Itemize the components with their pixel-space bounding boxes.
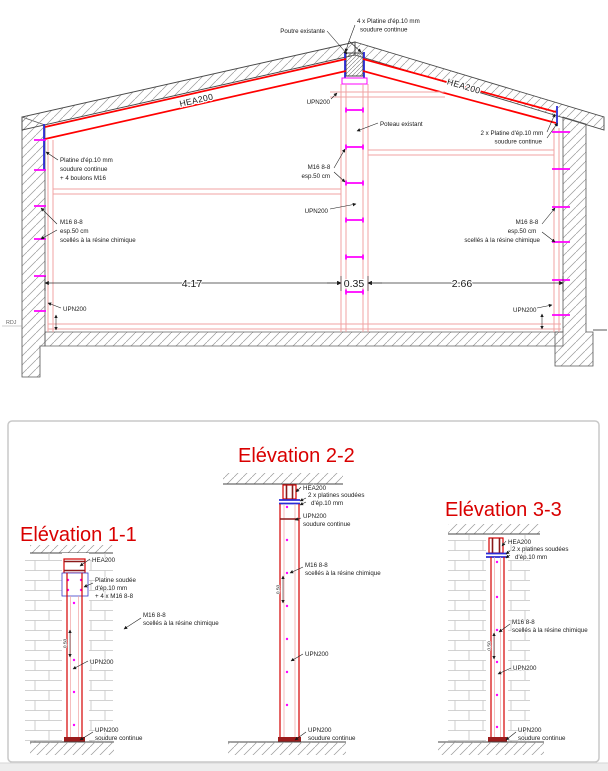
label-m16: M16 8-8 scellés à la résine chimique: [305, 562, 381, 577]
left-wall: [21, 116, 46, 378]
dim-bolt-spacing: 0.50: [63, 639, 69, 649]
label-upn-splice: UPN200 soudure continue: [303, 513, 351, 528]
dim-left-bay: 4.17: [182, 278, 203, 290]
label-upn: UPN200: [305, 651, 329, 658]
hea200-rafters: [44, 58, 557, 140]
ground-hatch: [30, 742, 114, 755]
welded-plate: [61, 572, 89, 597]
elevation-2-2: Elévation 2-2 0.50 HEA200 2 x platines s…: [223, 445, 382, 755]
ground-hatch: [438, 742, 544, 755]
label-upn-mid: UPN200: [305, 208, 329, 215]
dim-right-bay: 2.66: [452, 278, 473, 290]
column-top-plate: [341, 77, 368, 85]
label-platine-right: 2 x Platine d'ép.10 mm soudure continue: [481, 130, 545, 146]
base-plate: [488, 737, 507, 742]
base-plate: [64, 737, 85, 742]
elevation-2-2-title: Elévation 2-2: [238, 445, 355, 467]
label-m16: M16 8-8 scellés à la résine chimique: [512, 619, 588, 634]
label-hea200: HEA200: [508, 539, 532, 546]
ceiling-hatch: [223, 473, 343, 484]
label-upn-base: UPN200 soudure continue: [518, 727, 566, 742]
dim-bolt-spacing: 0.50: [276, 585, 282, 595]
anchor-bolts: [34, 107, 570, 316]
hea-beam-stub: [488, 537, 504, 554]
dimension-line: 4.17 0.35 2.66: [44, 276, 564, 291]
label-m16-right: M16 8-8 esp.50 cm scellés à la résine ch…: [464, 219, 540, 244]
dim-column: 0.35: [344, 278, 365, 290]
base-plate: [278, 737, 301, 742]
elevation-1-1: Elévation 1-1 0.50 HEA200 Platine soudée: [20, 524, 220, 755]
column-bolts: [285, 505, 289, 707]
label-m16-left: M16 8-8 esp.50 cm scellés à la résine ch…: [60, 219, 136, 244]
label-m16-center: M16 8-8 esp.50 cm: [301, 164, 332, 180]
label-hea200: HEA200: [303, 485, 327, 492]
label-upn-base: UPN200 soudure continue: [308, 727, 356, 742]
column-bolts: [72, 601, 76, 727]
label-upn-bottom-left: UPN200: [63, 306, 87, 313]
cross-section-view: 4.17 0.35 2.66 HEA200 HEA200 Poutre exis…: [2, 17, 607, 378]
label-platine-ridge: 4 x Platine d'ép.10 mm soudure continue: [357, 18, 421, 34]
label-upn-bottom-right: UPN200: [513, 307, 537, 314]
label-poutre-existante: Poutre existante: [280, 28, 325, 35]
label-platines: 2 x platines soudées d'ép.10 mm: [512, 546, 570, 561]
horizontal-scrollbar[interactable]: [0, 762, 608, 771]
label-upn: UPN200: [513, 665, 537, 672]
ceiling-hatch: [30, 545, 113, 553]
dim-bolt-spacing: 0.50: [487, 641, 493, 651]
column-bolts: [495, 560, 499, 729]
label-platine-left: Platine d'ép.10 mm soudure continue + 4 …: [60, 157, 115, 182]
label-platines: 2 x platines soudées d'ép.10 mm: [308, 492, 366, 507]
label-hea200: HEA200: [92, 557, 116, 564]
label-upn-base: UPN200 soudure continue: [95, 727, 143, 742]
label-upn: UPN200: [90, 659, 114, 666]
elevation-3-3-title: Elévation 3-3: [445, 499, 562, 521]
hea-beam-stub: [282, 484, 297, 500]
label-upn-top: UPN200: [307, 99, 331, 106]
label-poteau-existant: Poteau existant: [380, 121, 423, 128]
ground-hatch: [228, 742, 346, 755]
roof-band-left: [21, 41, 356, 131]
elevation-3-3: Elévation 3-3 0.50 HEA200 2 x platines s…: [438, 499, 589, 755]
section-annotations: Poutre existante 4 x Platine d'ép.10 mm …: [2, 17, 558, 331]
ceiling-hatch: [448, 524, 540, 534]
upn200-members: [47, 84, 561, 332]
ridge-beam-existing: [345, 52, 364, 77]
elevation-1-1-title: Elévation 1-1: [20, 524, 137, 546]
label-platine: Platine soudée d'ép.10 mm + 4 x M16 8-8: [95, 577, 138, 600]
label-m16: M16 8-8 scellés à la résine chimique: [143, 612, 219, 627]
floor-slab: [44, 331, 564, 347]
label-level-rdj: RDJ: [6, 320, 17, 326]
